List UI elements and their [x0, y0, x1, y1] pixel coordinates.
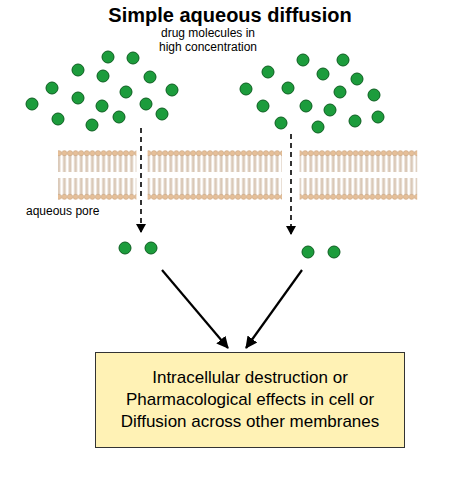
pore-label: aqueous pore	[26, 204, 116, 218]
drug-molecules	[26, 51, 384, 258]
diffusion-arrows	[141, 128, 302, 348]
molecules-label: drug molecules in high concentration	[152, 26, 264, 55]
outcome-box: Intracellular destruction or Pharmacolog…	[95, 352, 405, 448]
outcome-text: Intracellular destruction or Pharmacolog…	[104, 367, 396, 433]
diagram-title: Simple aqueous diffusion	[0, 4, 460, 27]
lipid-bilayer	[58, 150, 417, 200]
